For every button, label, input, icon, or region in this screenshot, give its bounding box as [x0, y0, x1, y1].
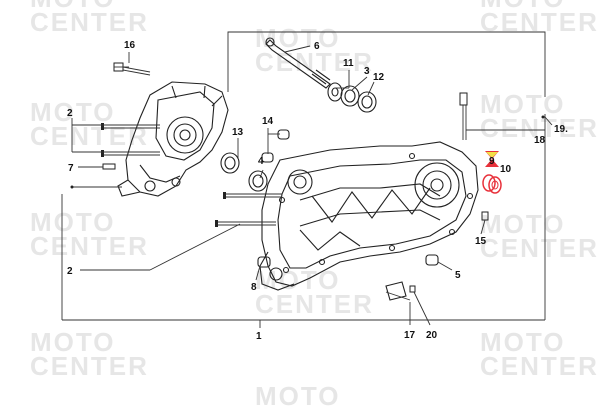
callout-8: 8	[251, 282, 257, 293]
oil-seal	[220, 152, 240, 174]
bracket-screw	[409, 285, 416, 293]
shaft	[265, 37, 331, 89]
dowel-pin	[70, 163, 122, 189]
bracket	[385, 281, 411, 301]
stud-bolts-upper	[101, 123, 160, 157]
diagram-svg: 16 2 7 6 11 3 12 13 14 4 2 8 5 17 20 15 …	[61, 31, 568, 342]
callout-1: 1	[256, 331, 262, 342]
dot-marker	[541, 115, 545, 119]
callout-12: 12	[373, 72, 385, 83]
callout-4: 4	[258, 156, 264, 167]
bushing	[257, 256, 271, 268]
callout-7: 7	[68, 163, 74, 174]
callout-11: 11	[343, 58, 354, 69]
callout-14: 14	[262, 116, 274, 127]
callout-13: 13	[232, 127, 244, 138]
callout-20: 20	[426, 330, 438, 341]
bearing-stack	[327, 82, 377, 113]
dipstick	[459, 92, 468, 140]
callout-2: 2	[67, 108, 73, 119]
plug	[481, 211, 489, 221]
left-crankcase-half	[117, 81, 229, 197]
right-crankcase-half	[259, 141, 479, 291]
callout-2: 2	[67, 266, 73, 277]
highlighted-part-9[interactable]	[485, 151, 499, 167]
callout-19: 19.	[554, 124, 568, 135]
screw	[113, 62, 151, 76]
main-bearing	[248, 170, 268, 192]
callout-3: 3	[364, 66, 370, 77]
highlighted-part-10[interactable]	[482, 174, 502, 194]
callout-17: 17	[404, 330, 416, 341]
stud-bolts-lower	[215, 192, 282, 227]
callout-labels: 16 2 7 6 11 3 12 13 14 4 2 8 5 17 20 15 …	[67, 40, 568, 342]
assembly-bracket	[61, 31, 546, 321]
callout-15: 15	[475, 236, 487, 247]
bushing	[425, 254, 439, 266]
leader-lines	[71, 45, 553, 328]
callout-5: 5	[455, 270, 461, 281]
callout-9: 9	[489, 156, 495, 167]
callout-16: 16	[124, 40, 136, 51]
bushings	[261, 129, 290, 163]
callout-10: 10	[500, 164, 512, 175]
callout-6: 6	[314, 41, 320, 52]
callout-18: 18	[534, 135, 546, 146]
